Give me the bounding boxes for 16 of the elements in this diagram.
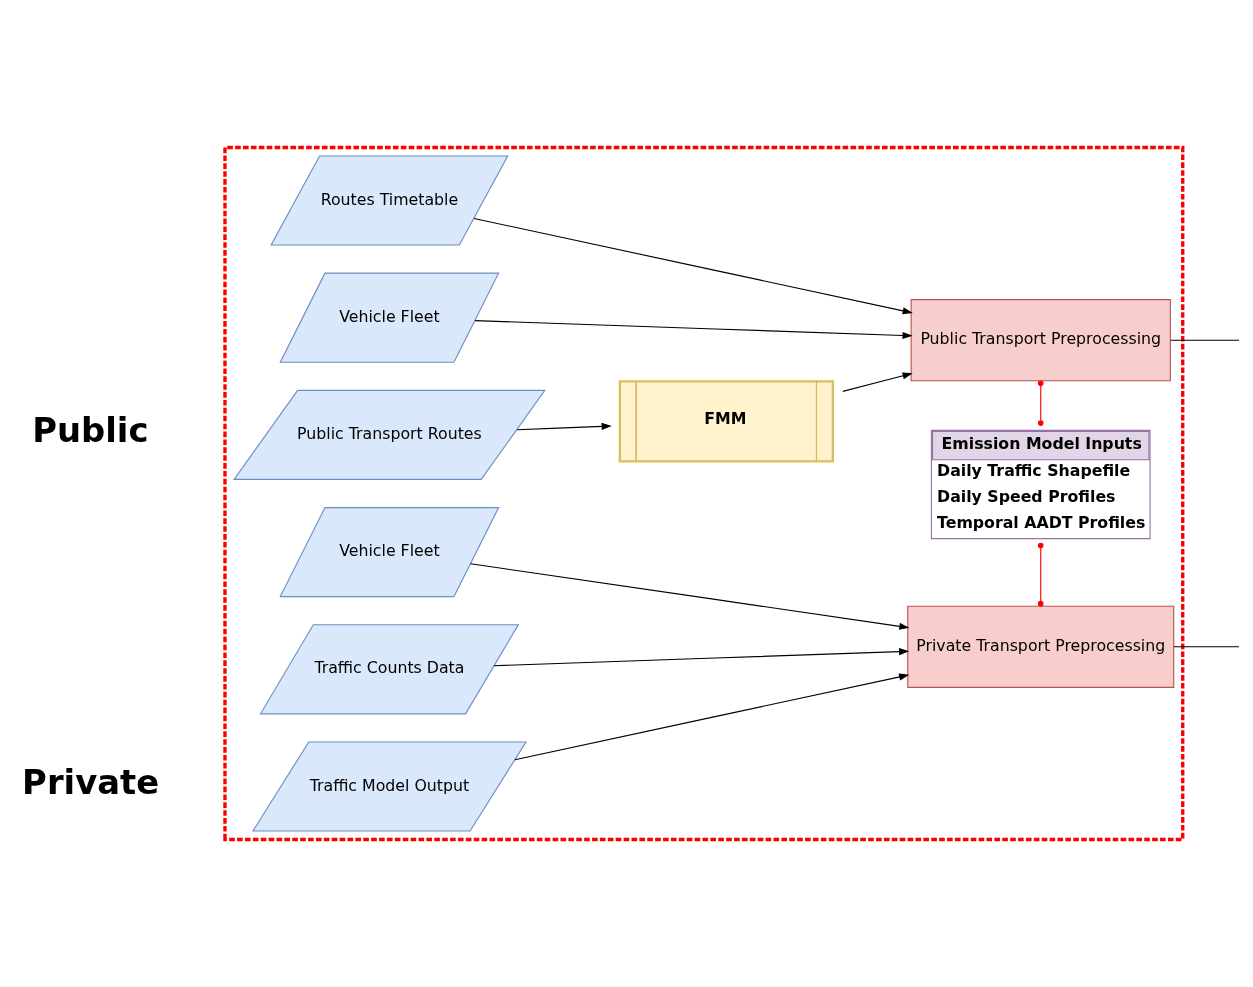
arrow (469, 563, 910, 630)
arrow (474, 320, 913, 340)
connector (1037, 380, 1044, 426)
arrow (516, 422, 612, 431)
connector (1170, 339, 1240, 341)
connector (1173, 646, 1240, 648)
arrow (842, 372, 913, 392)
node-box: Public Transport Preprocessing (910, 299, 1171, 382)
label: Private (22, 762, 160, 802)
arrow (514, 673, 910, 761)
label: Public (32, 411, 149, 451)
node-box: Private Transport Preprocessing (907, 605, 1175, 688)
cluster (223, 145, 1185, 842)
arrow (473, 217, 913, 315)
connector (1037, 542, 1044, 607)
arrow (493, 648, 910, 667)
